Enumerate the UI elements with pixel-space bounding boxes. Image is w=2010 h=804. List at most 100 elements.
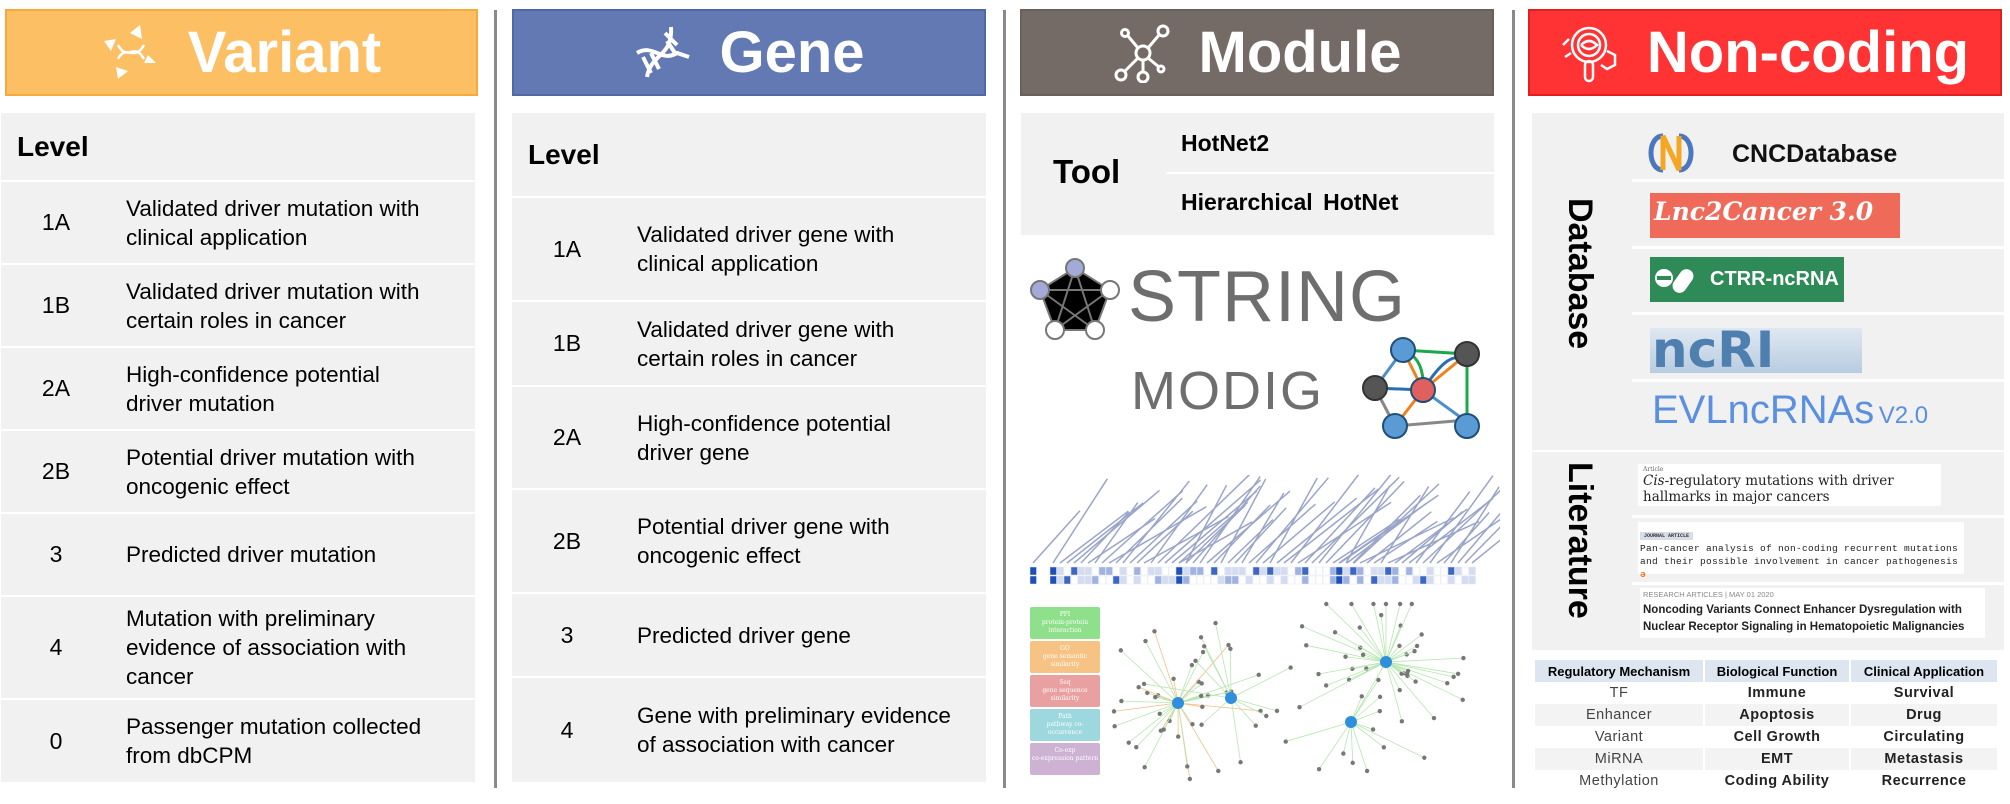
table-cell: EMT <box>1705 748 1849 770</box>
network-node <box>1414 643 1420 649</box>
heatmap-cell <box>1405 566 1413 576</box>
literature-box: Literature Article Cis-regulatory mutati… <box>1532 452 2004 650</box>
network-edge <box>1203 646 1232 699</box>
heatmap-cell <box>1426 575 1434 585</box>
heatmap-label-mark <box>1094 501 1139 564</box>
heatmap-label-mark <box>1150 484 1208 564</box>
heatmap-cell <box>1273 575 1281 585</box>
gene-header: Gene <box>512 9 986 96</box>
network-edge <box>1306 644 1387 663</box>
heatmap-label-mark <box>1401 510 1464 564</box>
heatmap-cell <box>1440 575 1448 585</box>
level-description: Validated driver gene with certain roles… <box>637 316 895 371</box>
network-node <box>1461 655 1466 661</box>
level-code: 2A <box>41 375 71 401</box>
network-node <box>1460 697 1465 703</box>
heatmap-cell <box>1077 566 1085 576</box>
network-node <box>1404 672 1410 677</box>
network-node <box>1422 755 1427 760</box>
network-node <box>1431 715 1437 721</box>
article-title: Pan-cancer analysis of non-coding recurr… <box>1640 543 1959 580</box>
lnc2cancer-link[interactable]: Lnc2Cancer 3.0 <box>1650 193 1900 238</box>
heatmap-cell <box>1419 566 1427 576</box>
heatmap-cell <box>1210 575 1218 585</box>
heatmap-cell <box>1329 575 1337 585</box>
heatmap-label-mark <box>1457 512 1500 564</box>
evlncrnas-link[interactable]: EVLncRNAs V2.0 <box>1652 388 1928 433</box>
heatmap-cell <box>1259 566 1267 576</box>
heatmap-cell <box>1126 575 1134 585</box>
heatmap-cell <box>1140 575 1148 585</box>
literature-item[interactable]: JOURNAL ARTICLE Pan-cancer analysis of n… <box>1638 522 1964 580</box>
legend-desc: protein-protein interaction <box>1041 619 1089 634</box>
network-edge <box>1135 702 1179 748</box>
network-node <box>1349 601 1354 607</box>
heatmap-label-mark <box>1213 504 1271 564</box>
network-edge <box>1350 679 1379 723</box>
heatmap-label-mark <box>1032 510 1081 564</box>
table-cell: Enhancer <box>1535 704 1703 726</box>
level-description: Mutation with preliminary evidence of as… <box>126 606 407 689</box>
ctrr-ncrna-link[interactable]: CTRR-ncRNA <box>1650 257 1844 302</box>
heatmap-cell <box>1363 575 1371 585</box>
heatmap-cell <box>1461 566 1469 576</box>
table-cell: Variant <box>1535 726 1703 748</box>
heatmap-cell <box>1119 575 1127 585</box>
network-edge <box>1230 697 1257 726</box>
heatmap-cell <box>1384 575 1392 585</box>
heatmap-cell <box>1280 566 1288 576</box>
legend-desc: co-expression pattern <box>1031 755 1099 762</box>
heatmap-label-mark <box>1143 515 1229 564</box>
network-node <box>1381 745 1387 750</box>
ctrr-ncrna-label: CTRR-ncRNA <box>1710 268 1839 290</box>
heatmap-label-mark <box>1227 519 1274 564</box>
heatmap-cell <box>1280 575 1288 585</box>
heatmap-cell <box>1308 575 1316 585</box>
heatmap-cell <box>1224 575 1232 585</box>
heatmap-cell <box>1266 566 1274 576</box>
legend-desc: pathway co-occurrence <box>1046 721 1084 736</box>
heatmap-cell <box>1315 575 1323 585</box>
network-edge <box>1177 702 1261 712</box>
network-node <box>1304 643 1309 648</box>
network-edge <box>1128 702 1179 743</box>
literature-item[interactable]: Article Cis-regulatory mutations with dr… <box>1638 464 1941 506</box>
network-node <box>1332 630 1338 635</box>
level-code: 4 <box>560 716 574 743</box>
legend-desc: gene sequence similarity <box>1042 687 1088 702</box>
network-edge <box>1350 721 1354 763</box>
heatmap-cell <box>1231 575 1239 585</box>
level-code: 1A <box>41 209 71 235</box>
heatmap-cell <box>1308 566 1316 576</box>
network-node <box>1377 694 1383 700</box>
database-label: Database <box>1561 198 1599 350</box>
network-edge <box>1177 664 1193 704</box>
cncdatabase-logo-icon <box>1648 133 1694 173</box>
network-node <box>1185 764 1190 769</box>
heatmap-cell <box>1112 566 1120 576</box>
level-code: 3 <box>560 621 574 648</box>
heatmap-cell <box>1175 566 1183 576</box>
heatmap-label-mark <box>1471 539 1500 564</box>
heatmap-cell <box>1412 575 1420 585</box>
magnifier-microbe-icon <box>1562 26 1617 82</box>
heatmap-cell <box>1196 566 1204 576</box>
network-node <box>1359 694 1364 699</box>
heatmap-label-mark <box>1269 477 1318 564</box>
ncri-link[interactable]: ncRI <box>1650 328 1862 373</box>
network-node <box>1253 723 1258 728</box>
literature-item[interactable]: RESEARCH ARTICLES | MAY 01 2020 Noncodin… <box>1640 588 1985 638</box>
heatmap-cell <box>1084 566 1092 576</box>
cncdatabase-link[interactable]: CNCDatabase <box>1732 140 1898 168</box>
level-description: High-confidence potential driver mutatio… <box>126 361 380 416</box>
network-node <box>1364 768 1370 774</box>
heatmap-cell <box>1147 575 1155 585</box>
heatmap-cell <box>1342 575 1350 585</box>
network-node <box>1350 760 1355 766</box>
heatmap-cell <box>1133 566 1141 576</box>
network-node <box>1264 713 1269 719</box>
